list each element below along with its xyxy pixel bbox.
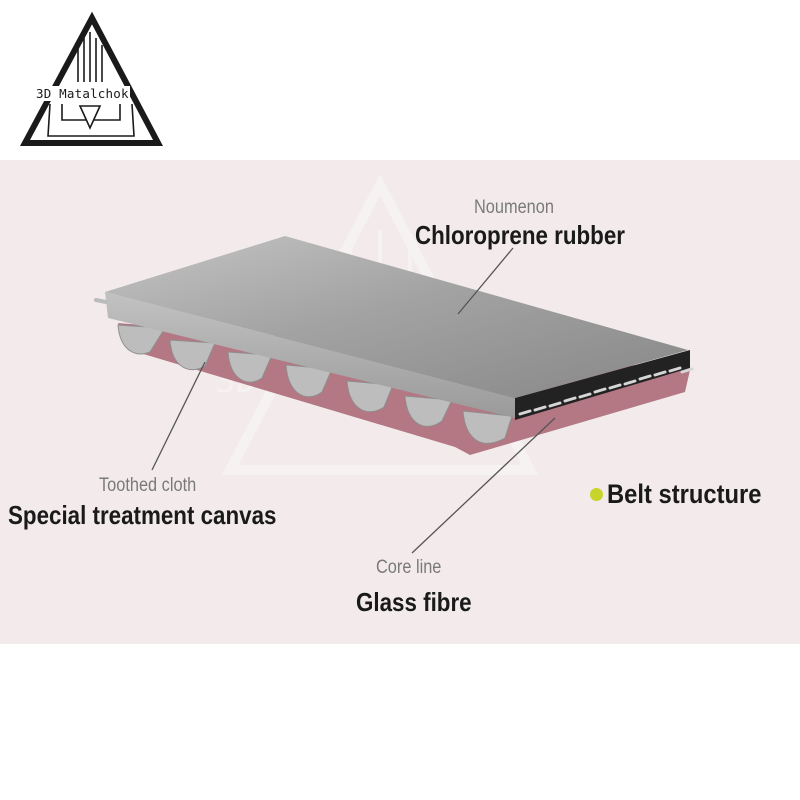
fibre-end-left bbox=[94, 298, 108, 304]
belt-structure-heading: Belt structure bbox=[590, 479, 783, 510]
belt-side bbox=[105, 292, 515, 418]
leader-glass bbox=[411, 417, 556, 554]
belt-teeth bbox=[117, 324, 513, 444]
glass-title: Glass fibre bbox=[356, 587, 472, 617]
belt-top bbox=[105, 236, 688, 398]
bullet-dot bbox=[590, 488, 603, 501]
belt-structure-label: Belt structure bbox=[607, 479, 762, 509]
leader-lines bbox=[151, 247, 556, 554]
brand-name: 3D Matalchok bbox=[35, 86, 130, 101]
core-fibres bbox=[518, 366, 694, 416]
leader-canvas bbox=[151, 361, 206, 471]
canvas-subtitle: Toothed cloth bbox=[99, 475, 197, 496]
glass-subtitle: Core line bbox=[376, 557, 442, 578]
brand-logo bbox=[19, 11, 163, 146]
leader-chloroprene bbox=[457, 247, 514, 315]
chloroprene-title: Chloroprene rubber bbox=[415, 220, 625, 250]
canvas-title: Special treatment canvas bbox=[8, 500, 277, 530]
chloroprene-subtitle: Noumenon bbox=[474, 197, 554, 218]
